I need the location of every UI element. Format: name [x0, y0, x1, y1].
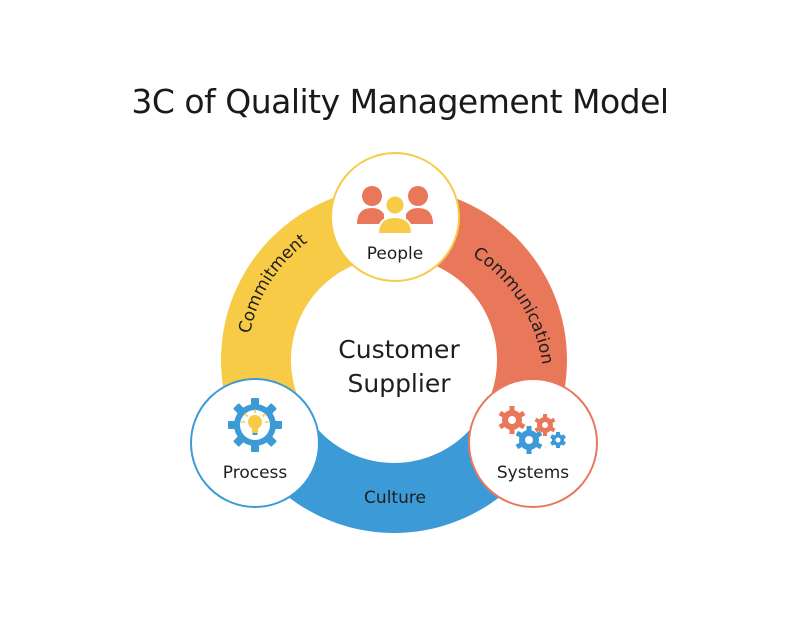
culture-label: Culture [364, 488, 426, 508]
center-circle [291, 257, 497, 463]
node-process: Process [190, 378, 320, 508]
people-group-icon [357, 186, 433, 235]
gears-icon [498, 406, 566, 454]
diagram-title: 3C of Quality Management Model [131, 82, 669, 121]
process-label: Process [223, 463, 288, 483]
center-label-line1: Customer [338, 335, 460, 364]
people-label: People [367, 244, 423, 264]
center-label-line2: Supplier [347, 369, 451, 398]
node-people: People [330, 152, 460, 282]
node-systems: Systems [468, 378, 598, 508]
systems-label: Systems [497, 463, 569, 483]
gear-lightbulb-icon [228, 398, 282, 452]
